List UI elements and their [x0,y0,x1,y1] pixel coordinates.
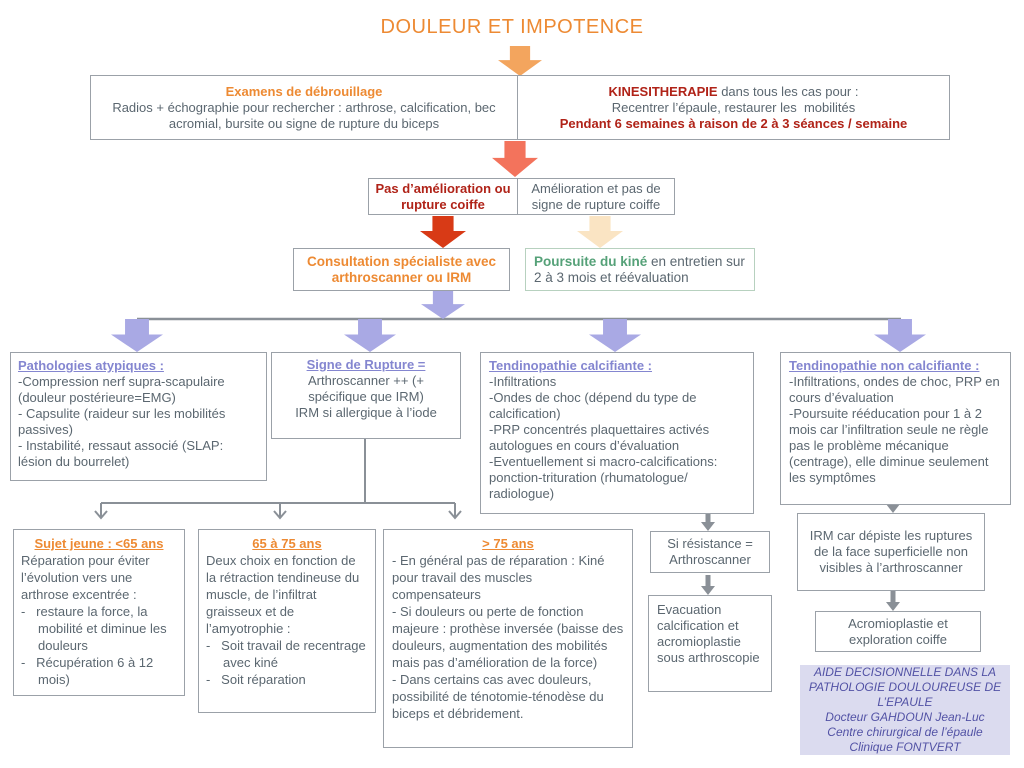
over-75-paragraph: - En général pas de réparation : Kiné po… [392,553,605,602]
down-arrow-purple-icon [344,319,396,352]
kinesitherapie-box: KINESITHERAPIE dans tous les cas pour : … [517,75,950,140]
65-75-box: 65 à 75 ans Deux choix en fonction de la… [198,529,376,713]
rupture-line: IRM si allergique à l’iode [295,405,437,420]
specialist-consultation-box: Consultation spécialiste avec arthroscan… [293,248,510,291]
rupture-sign-box: Signe de Rupture = Arthroscanner ++ (+ s… [271,352,461,439]
calcifying-tendinopathy-box: Tendinopathie calcifiante : -Infiltratio… [480,352,754,514]
over-75-box: > 75 ans - En général pas de réparation … [383,529,633,748]
65-75-intro: Deux choix en fonction de la rétraction … [206,553,360,636]
kinesitherapie-line3: Pendant 6 semaines à raison de 2 à 3 séa… [559,115,908,131]
under-65-intro: Réparation pour éviter l’évolution vers … [21,553,150,602]
atypical-line: - Capsulite (raideur sur les mobilités p… [18,406,226,437]
rupture-heading: Signe de Rupture = [306,357,426,372]
calcifying-heading: Tendinopathie calcifiante : [489,358,653,373]
calcifying-line: -Eventuellement si macro-calcifications:… [489,454,721,501]
over-75-paragraph: - Si douleurs ou perte de fonction majeu… [392,604,624,670]
down-arrow-salmon-icon [492,141,538,177]
65-75-item: - Soit travail de recentrage avec kiné [206,638,370,670]
down-arrow-red-icon [420,216,466,248]
irm-box: IRM car dépiste les ruptures de la face … [797,513,985,591]
over-75-heading: > 75 ans [482,536,534,551]
kinesitherapie-line2: Recentrer l’épaule, restaurer les mobili… [611,99,856,115]
calcifying-line: -Ondes de choc (dépend du type de calcif… [489,390,701,421]
65-75-heading: 65 à 75 ans [252,536,322,551]
down-arrow-purple-icon [589,319,641,352]
atypical-line: -Compression nerf supra-scapulaire (doul… [18,374,225,405]
screening-body: Radios + échographie pour rechercher : a… [112,99,496,131]
calcifying-line: -Infiltrations [489,374,557,389]
page-title: DOULEUR ET IMPOTENCE [380,16,644,38]
calcifying-line: -PRP concentrés plaquettaires activés au… [489,422,713,453]
under-65-box: Sujet jeune : <65 ans Réparation pour év… [13,529,185,696]
under-65-heading: Sujet jeune : <65 ans [34,536,164,551]
evacuation-box: Evacuation calcification et acromioplast… [648,595,772,692]
resistance-arthroscanner-box: Si résistance = Arthroscanner [650,531,770,573]
under-65-item: - Récupération 6 à 12 mois) [21,655,157,687]
down-arrow-purple-icon [421,291,465,319]
atypical-pathologies-box: Pathologies atypiques : -Compression ner… [10,352,267,481]
non-calcifying-heading: Tendinopathie non calcifiante : [789,358,980,373]
non-calcifying-line: -Poursuite rééducation pour 1 à 2 mois c… [789,406,989,485]
credits-doctor: Docteur GAHDOUN Jean-Luc [825,710,985,724]
down-arrow-purple-icon [111,319,163,352]
down-arrow-cream-icon [577,216,623,248]
credits-panel: AIDE DECISIONNELLE DANS LA PATHOLOGIE DO… [800,665,1010,755]
atypical-line: - Instabilité, ressaut associé (SLAP: lé… [18,438,224,469]
kine-followup-rest: en entretien sur 2 à 3 mois et réévaluat… [534,253,745,285]
over-75-paragraph: - Dans certains cas avec douleurs, possi… [392,672,604,721]
kinesitherapie-lead: KINESITHERAPIE dans tous les cas pour : [608,83,859,99]
credits-clinic: Clinique FONTVERT [849,740,961,754]
improvement-box: Amélioration et pas de signe de rupture … [517,178,675,215]
screening-heading: Examens de débrouillage [225,83,383,99]
credits-center: Centre chirurgical de l’épaule [827,725,983,739]
kine-followup-box: Poursuite du kiné en entretien sur 2 à 3… [525,248,755,291]
down-arrow-orange-icon [498,46,542,76]
non-calcifying-line: -Infiltrations, ondes de choc, PRP en co… [789,374,1000,405]
rupture-line: Arthroscanner ++ (+ spécifique que IRM) [308,373,424,404]
screening-exams-box: Examens de débrouillage Radios + échogra… [90,75,518,140]
65-75-item: - Soit réparation [206,672,306,687]
credits-title: AIDE DECISIONNELLE DANS LA PATHOLOGIE DO… [808,665,1002,709]
under-65-item: - restaure la force, la mobilité et dimi… [21,604,171,653]
atypical-heading: Pathologies atypiques : [18,358,164,373]
kine-followup-bold: Poursuite du kiné [534,253,648,269]
non-calcifying-tendinopathy-box: Tendinopathie non calcifiante : -Infiltr… [780,352,1011,505]
down-arrow-purple-icon [874,319,926,352]
acromioplasty-box: Acromioplastie et exploration coiffe [815,611,981,652]
no-improvement-box: Pas d’amélioration ou rupture coiffe [368,178,518,215]
